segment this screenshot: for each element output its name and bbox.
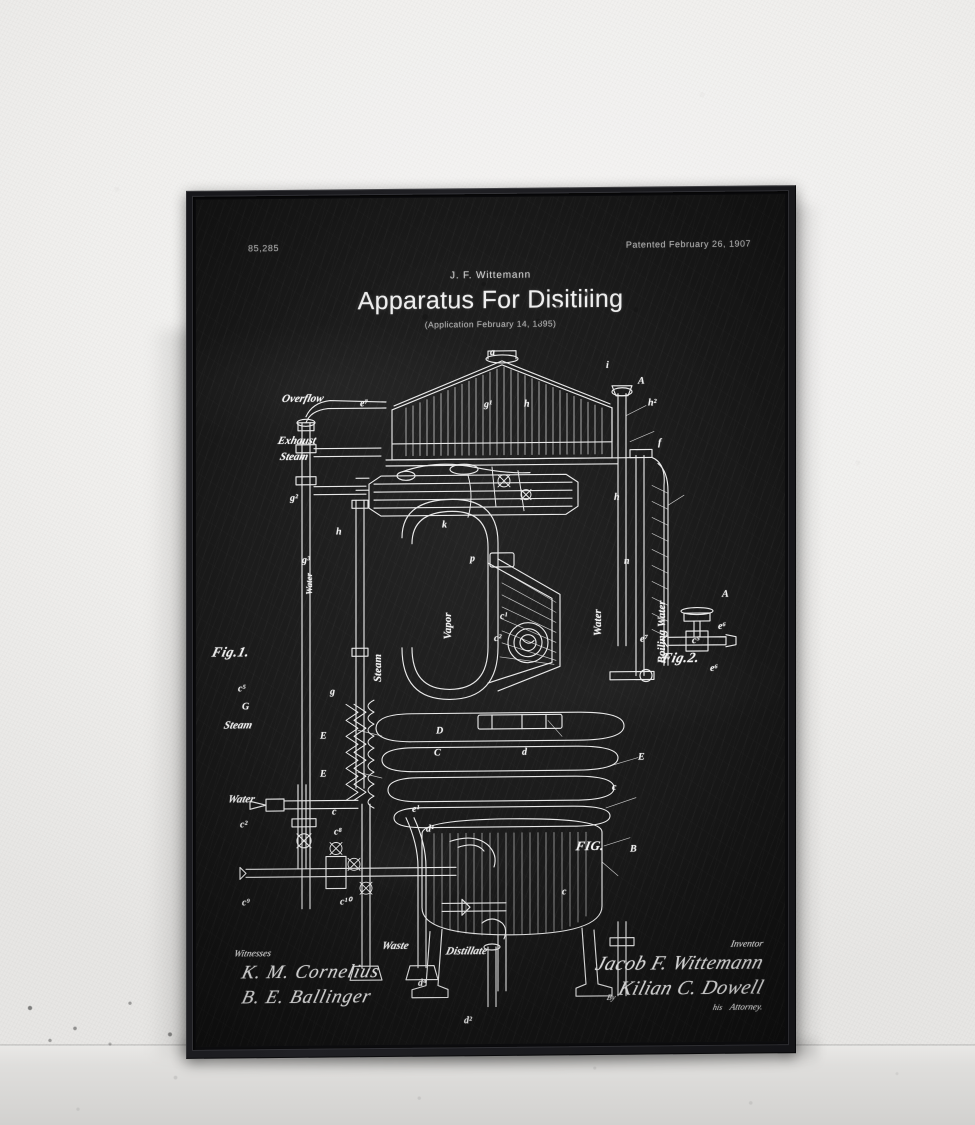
callout-C: C bbox=[434, 747, 441, 759]
callout-n: n bbox=[624, 555, 630, 567]
attorney-label: Attorney. bbox=[729, 1001, 765, 1012]
callout-cL: c bbox=[332, 806, 337, 818]
callout-c1: c¹ bbox=[500, 610, 508, 622]
apparatus-schematic bbox=[239, 350, 737, 1010]
label-exhaust-steam: Steam bbox=[278, 450, 310, 464]
callout-i: i bbox=[606, 359, 609, 371]
inventor-name-line: J. F. Wittemann bbox=[450, 269, 531, 282]
callout-e7b: e⁷ bbox=[640, 633, 648, 645]
callout-E1: E bbox=[320, 730, 327, 742]
floor-texture bbox=[0, 1046, 975, 1125]
callout-c10: c¹⁰ bbox=[340, 896, 352, 908]
callout-e6b: e⁶ bbox=[710, 662, 718, 674]
picture-frame[interactable]: 85,285 Patented February 26, 1907 J. F. … bbox=[186, 185, 796, 1059]
callout-g1: g¹ bbox=[484, 398, 492, 411]
label-water-column: Water bbox=[304, 572, 314, 595]
label-waste: Waste bbox=[380, 939, 411, 953]
callout-cR2: c bbox=[612, 781, 617, 793]
callout-h1: h bbox=[524, 398, 530, 410]
callout-e6a: e⁶ bbox=[718, 620, 726, 632]
patent-date: Patented February 26, 1907 bbox=[625, 238, 751, 250]
callout-h2: h² bbox=[648, 397, 657, 409]
callout-d: d bbox=[522, 746, 527, 758]
callout-d4: d⁴ bbox=[418, 977, 427, 989]
callout-d2: d² bbox=[464, 1015, 472, 1027]
witness-signature-1: K. M. Cornelius bbox=[239, 961, 383, 984]
callout-A1: A bbox=[638, 375, 645, 387]
callout-c8: c⁸ bbox=[334, 826, 342, 838]
callout-cR: c bbox=[562, 886, 567, 898]
callout-a: a bbox=[490, 346, 495, 359]
callout-g3: g³ bbox=[302, 554, 310, 566]
chalkboard-poster: 85,285 Patented February 26, 1907 J. F. … bbox=[196, 194, 785, 1047]
callout-c2t: c² bbox=[494, 632, 502, 644]
callout-B: B bbox=[630, 843, 637, 855]
callout-k: k bbox=[442, 519, 447, 531]
callout-e1: e¹ bbox=[412, 803, 420, 815]
callout-g2: g² bbox=[290, 492, 298, 504]
callout-hb: h bbox=[614, 491, 620, 503]
callout-E3: E bbox=[638, 751, 645, 763]
callout-g: g bbox=[330, 686, 335, 698]
callout-c2: c² bbox=[240, 819, 248, 831]
callout-c9: c⁹ bbox=[242, 897, 250, 909]
figure-label-fig3: FIG. bbox=[574, 837, 606, 854]
callout-hL: h bbox=[336, 526, 342, 538]
callout-E2: E bbox=[320, 768, 327, 780]
inventor-signature: Jacob F. Wittemann bbox=[593, 951, 767, 976]
figure-label-fig2: Fig.2. bbox=[660, 650, 702, 667]
callout-p: p bbox=[470, 553, 475, 565]
callout-f: f bbox=[658, 437, 662, 449]
callout-G: G bbox=[242, 701, 250, 713]
application-line: (Application February 14, 1895) bbox=[424, 318, 557, 330]
attorney-signature: Kilian C. Dowell bbox=[615, 976, 767, 1000]
label-water-inlet: Water bbox=[226, 793, 257, 806]
callout-c5b: c⁵ bbox=[692, 634, 700, 647]
patent-number: 85,285 bbox=[248, 243, 280, 254]
floor-background bbox=[0, 1046, 975, 1125]
callout-A2: A bbox=[722, 588, 729, 600]
label-overflow: Overflow bbox=[280, 392, 326, 406]
label-water-riser: Water bbox=[592, 609, 604, 637]
callout-c5: c⁵ bbox=[238, 683, 246, 695]
callout-d1: d¹ bbox=[426, 823, 434, 835]
witnesses-heading: Witnesses bbox=[232, 949, 273, 960]
inventor-heading: Inventor bbox=[729, 939, 765, 950]
callout-e7: e⁷ bbox=[360, 398, 368, 410]
patent-drawing: Overflow Exhaust Steam Vapor Steam Water… bbox=[206, 344, 774, 1026]
witness-block: Witnesses K. M. Cornelius B. E. Ballinge… bbox=[232, 948, 383, 1012]
his-label: his bbox=[711, 1002, 724, 1012]
label-steam-inlet: Steam bbox=[222, 719, 254, 732]
callout-D: D bbox=[436, 725, 444, 737]
label-vapor: Vapor bbox=[442, 612, 454, 640]
page-title: Apparatus For Disitiling bbox=[357, 284, 624, 316]
label-steam-riser: Steam bbox=[372, 653, 384, 683]
figure-label-fig1: Fig.1. bbox=[210, 645, 252, 661]
label-exhaust: Exhaust bbox=[276, 434, 318, 448]
witness-signature-2: B. E. Ballinger bbox=[239, 986, 374, 1009]
inventor-block: Inventor Jacob F. Wittemann By Kilian C.… bbox=[593, 939, 766, 1013]
label-distillate: Distillate bbox=[444, 945, 489, 958]
